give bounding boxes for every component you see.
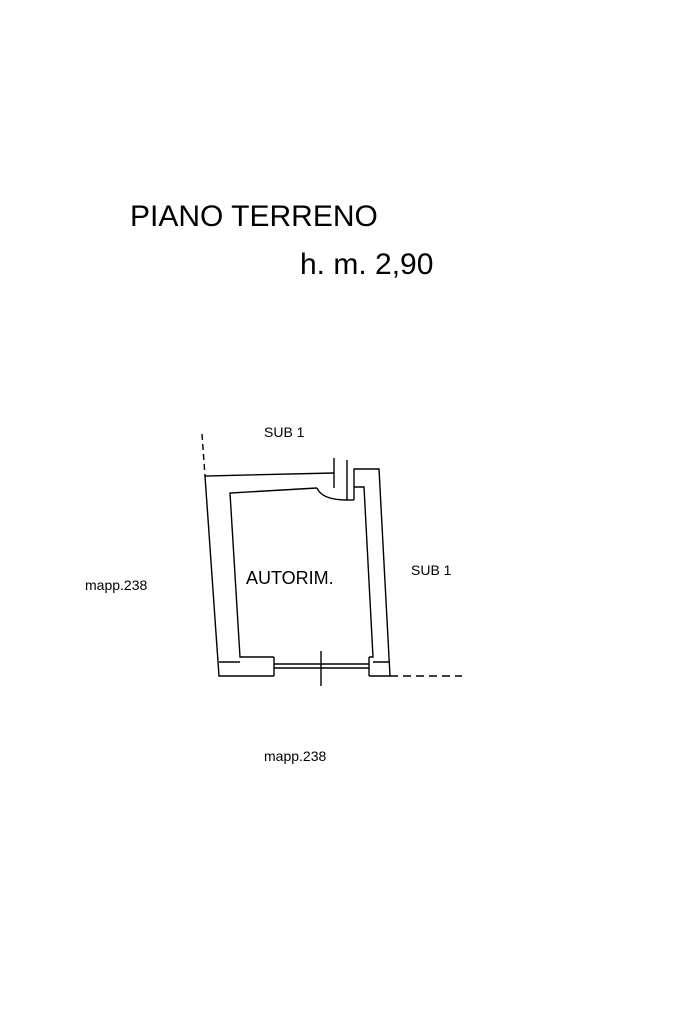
boundary-dashed-left bbox=[201, 433, 206, 477]
room-label: AUTORIM. bbox=[246, 568, 334, 588]
parcel-label-bottom: mapp.238 bbox=[264, 748, 327, 764]
inner-wall bbox=[229, 487, 318, 658]
ceiling-height-label: h. m. 2,90 bbox=[300, 248, 434, 281]
parcel-label-left: mapp.238 bbox=[85, 577, 148, 593]
neighbor-label-top: SUB 1 bbox=[264, 424, 305, 440]
outer-wall bbox=[204, 472, 335, 677]
inner-wall-right bbox=[354, 486, 374, 658]
outer-wall-right bbox=[353, 468, 391, 677]
floor-title: PIANO TERRENO bbox=[130, 200, 378, 233]
door-swing-arc bbox=[316, 487, 348, 501]
neighbor-label-right: SUB 1 bbox=[411, 562, 452, 578]
